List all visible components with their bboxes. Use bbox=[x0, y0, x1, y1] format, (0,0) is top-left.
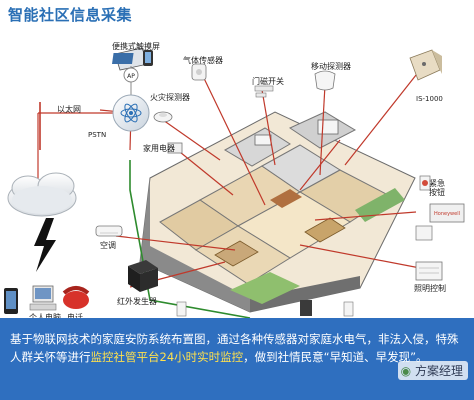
gas-sensor-icon bbox=[191, 63, 207, 81]
caption-panel: 基于物联网技术的家庭安防系统布置图，通过各种传感器对家庭水电气，非法入侵，特殊人… bbox=[0, 318, 474, 400]
caption-highlight: 监控社管平台24小时实时监控 bbox=[90, 350, 244, 364]
caption-text: 基于物联网技术的家庭安防系统布置图，通过各种传感器对家庭水电气，非法入侵，特殊人… bbox=[10, 330, 466, 366]
is1000-device bbox=[409, 49, 442, 81]
label-pc: 个人电脑 bbox=[29, 312, 61, 323]
label-lighting-control: 照明控制 bbox=[414, 284, 446, 293]
page-title: 智能社区信息采集 bbox=[8, 6, 133, 24]
label-phone: 电话 bbox=[67, 312, 83, 323]
wall-switch-icon bbox=[176, 301, 187, 317]
lightning-icon bbox=[34, 218, 56, 272]
label-motion-detector: 移动探测器 bbox=[311, 62, 351, 71]
label-ethernet: 以太网 bbox=[57, 105, 81, 114]
svg-text:Honeywell: Honeywell bbox=[434, 211, 460, 217]
label-appliance: 家用电器 bbox=[143, 144, 175, 153]
label-is1000: IS-1000 bbox=[416, 95, 443, 103]
label-ir-emitter: 红外发生器 bbox=[117, 297, 157, 306]
label-gas-sensor: 气体传感器 bbox=[183, 56, 223, 65]
label-aircon: 空调 bbox=[100, 241, 116, 250]
door-switch-icon bbox=[254, 85, 274, 98]
cloud-icon bbox=[7, 172, 77, 217]
ap-node: AP bbox=[123, 66, 139, 95]
appliance-icon bbox=[167, 142, 183, 154]
caption-part2: ，做到社情民意“早知道、早发现”。 bbox=[243, 350, 428, 364]
label-pstn: PSTN bbox=[88, 131, 107, 139]
smoke-detector-icon bbox=[153, 111, 173, 123]
door-lock-icon bbox=[300, 300, 312, 316]
motion-detector-icon bbox=[314, 70, 336, 91]
diagram-canvas: AP bbox=[4, 47, 465, 318]
ir-emitter-icon bbox=[128, 260, 158, 292]
smartphone-icon bbox=[4, 288, 18, 314]
sensor-links bbox=[37, 69, 421, 288]
network-cable bbox=[129, 160, 251, 318]
hub-icon bbox=[112, 94, 150, 132]
caption-part1: 基于物联网技术的家庭安防系统布置图，通过各种传感器对家庭水电气，非法入侵，特殊人… bbox=[10, 332, 459, 364]
emergency-button-icon bbox=[419, 175, 431, 191]
floor-plan bbox=[139, 111, 416, 313]
telephone-icon bbox=[62, 286, 90, 309]
svg-text:AP: AP bbox=[127, 73, 135, 80]
wall-socket-icon bbox=[343, 301, 354, 317]
lighting-control-icon bbox=[415, 261, 443, 281]
pc-icon bbox=[29, 285, 57, 311]
label-door-switch: 门磁开关 bbox=[252, 77, 284, 86]
label-smoke-detector: 火灾探测器 bbox=[150, 93, 190, 102]
aircon-icon bbox=[95, 225, 123, 237]
control-panel-icon: Honeywell bbox=[415, 203, 465, 241]
watermark-text: 方案经理 bbox=[414, 364, 463, 378]
label-touchscreen: 便携式触摸屏 bbox=[112, 42, 160, 51]
watermark: ◉ 方案经理 bbox=[397, 361, 468, 380]
label-emergency-button: 紧急按钮 bbox=[429, 179, 445, 197]
